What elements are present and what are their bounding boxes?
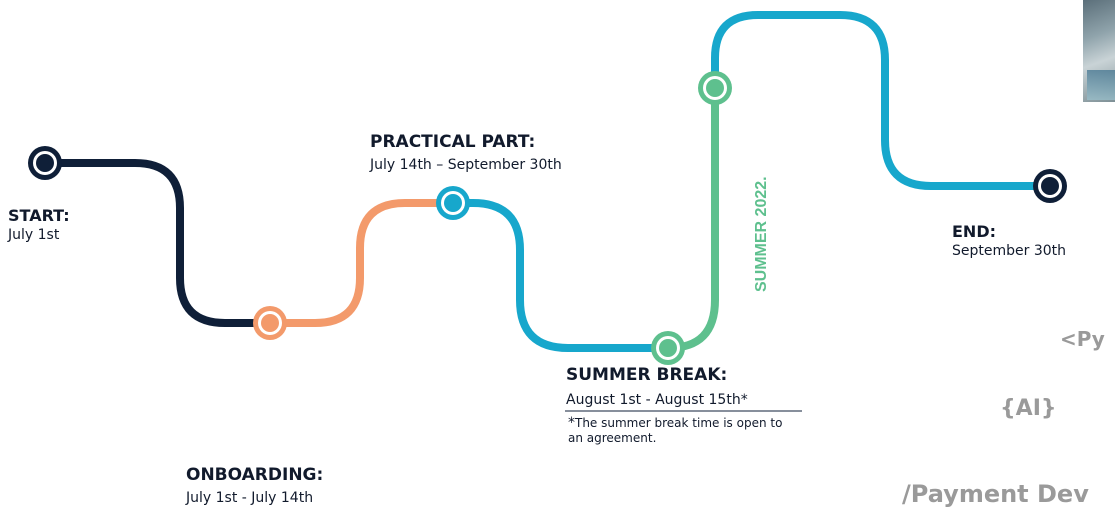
decor-payment-text: /Payment Dev: [902, 480, 1089, 508]
marker-summer-break: [651, 331, 685, 365]
decor-ai-text: {AI}: [1000, 396, 1057, 421]
note-asterisk: *: [568, 415, 575, 431]
path-segment-onboarding: [266, 199, 457, 327]
marker-summer: [698, 71, 732, 105]
note-text: The summer break time is open to an agre…: [568, 416, 783, 445]
milestone-date: July 14th – September 30th: [370, 157, 562, 173]
decor-python-text: <Py: [1060, 327, 1105, 351]
path-segment-end: [711, 11, 1054, 190]
milestone-date: August 1st - August 15th*: [566, 392, 748, 408]
path-segment-summer: [664, 84, 719, 352]
milestone-start: START: July 1st: [8, 206, 70, 244]
milestone-onboarding: ONBOARDING: July 1st - July 14th: [186, 465, 323, 507]
path-segment-start: [41, 159, 274, 327]
marker-practical: [436, 186, 470, 220]
milestone-title: SUMMER BREAK:: [566, 365, 728, 385]
marker-start: [28, 146, 62, 180]
marker-end: [1033, 169, 1067, 203]
path-segment-practical: [449, 199, 672, 352]
marker-onboarding: [253, 306, 287, 340]
milestone-title: START:: [8, 206, 70, 225]
milestone-title: ONBOARDING:: [186, 465, 324, 485]
milestone-practical: PRACTICAL PART: July 14th – September 30…: [370, 132, 562, 174]
milestone-date: July 1st - July 14th: [186, 490, 314, 506]
milestone-title: PRACTICAL PART:: [370, 132, 536, 152]
summer-break-note: *The summer break time is open to an agr…: [568, 416, 798, 446]
photo-thumbnail: [1083, 0, 1115, 102]
milestone-date: July 1st: [8, 227, 60, 243]
milestone-title: END:: [952, 222, 996, 241]
summer-label: SUMMER 2022.: [753, 176, 770, 292]
milestone-date: September 30th: [952, 243, 1067, 259]
milestone-summer-break: SUMMER BREAK: August 1st - August 15th*: [566, 365, 748, 409]
milestone-end: END: September 30th: [952, 222, 1066, 260]
